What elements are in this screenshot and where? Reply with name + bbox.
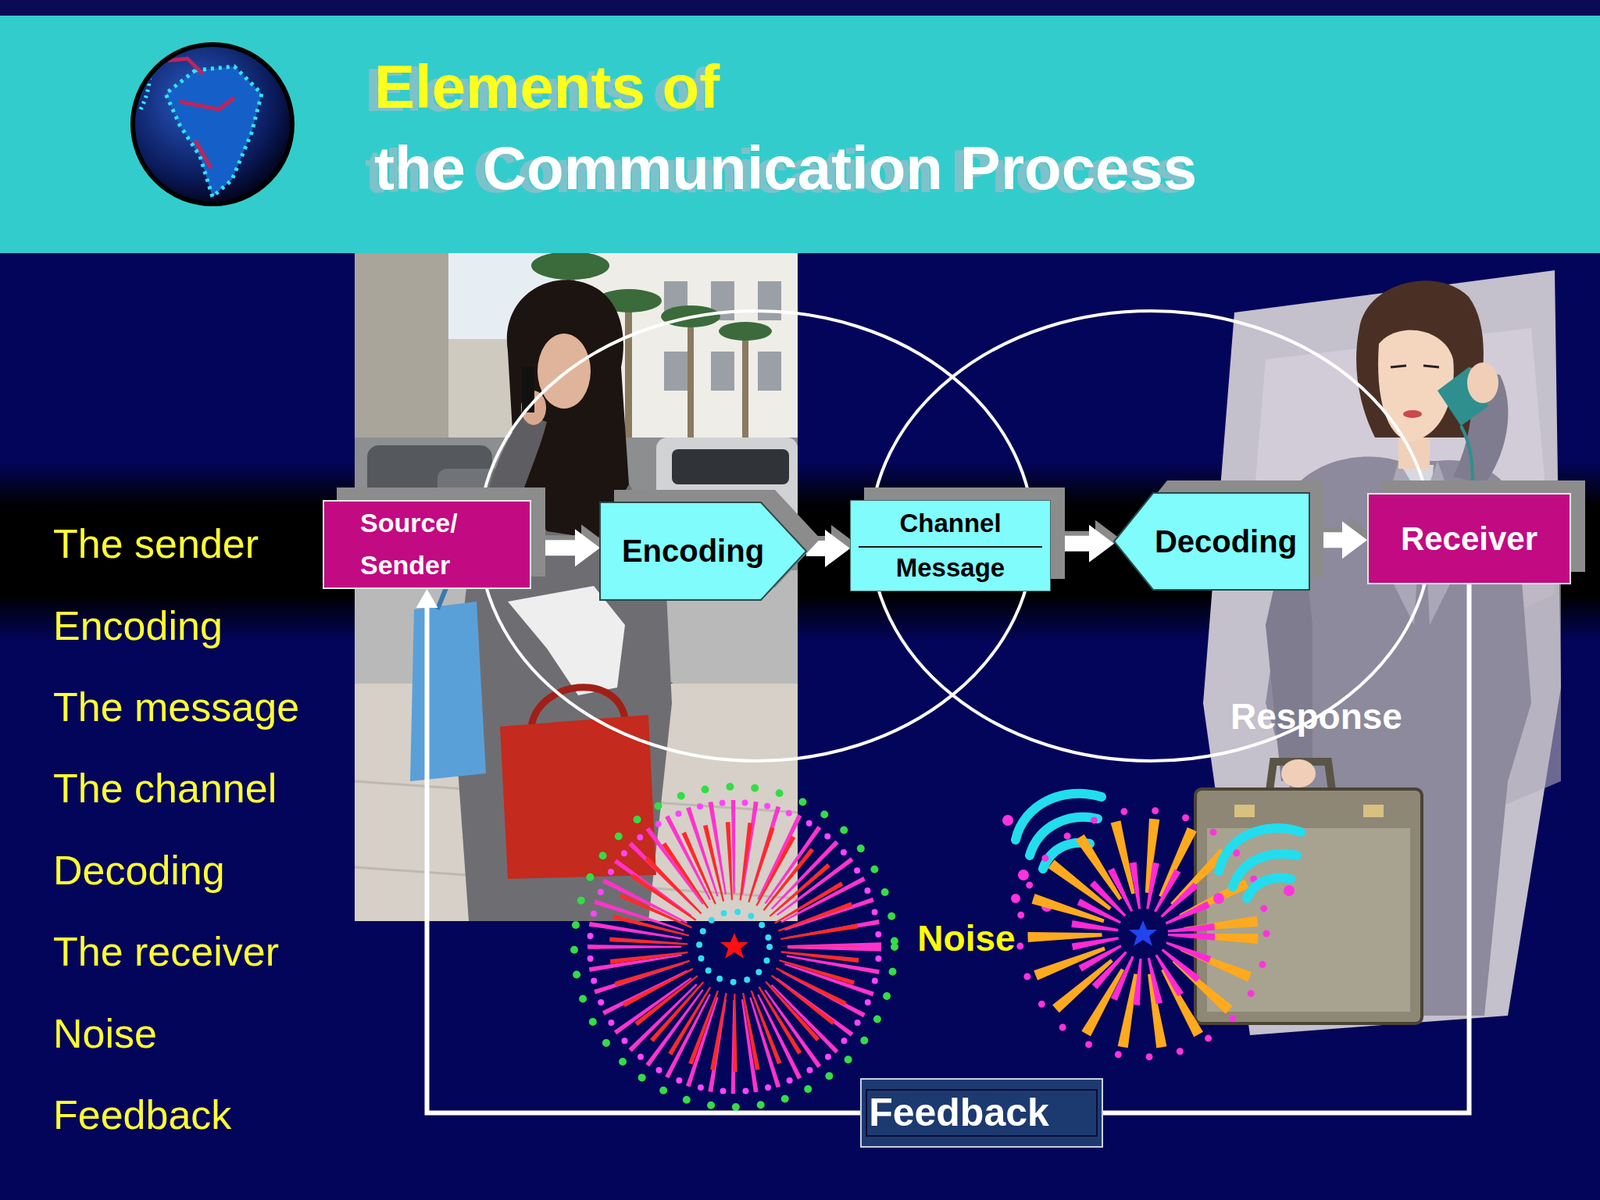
shape-outline xyxy=(1114,492,1310,590)
firework-arcs xyxy=(1218,828,1301,899)
photo-face xyxy=(537,333,591,409)
receiver-box: Receiver xyxy=(1367,492,1572,585)
photo-blue-bag xyxy=(410,601,486,782)
clipart-hand xyxy=(1281,759,1316,788)
channel-message-box: ChannelMessage xyxy=(850,500,1051,592)
firework-star xyxy=(720,932,749,959)
element-list-item: The sender xyxy=(53,520,259,568)
briefcase xyxy=(1195,789,1422,1024)
node-text: Message xyxy=(896,553,1005,583)
title-block: Elements of the Communication Process xyxy=(374,46,1273,209)
palm-leaves xyxy=(718,321,772,341)
element-list-item: The channel xyxy=(53,764,277,812)
flow-arrow xyxy=(1050,535,1090,552)
clipart-hand xyxy=(1467,362,1499,404)
noise-firework xyxy=(574,786,895,1108)
element-list-item: Feedback xyxy=(53,1091,232,1139)
feedback-line xyxy=(427,607,861,1114)
palm-leaves xyxy=(531,253,610,280)
firework-rays xyxy=(1094,885,1192,983)
firework-dots xyxy=(699,911,770,983)
callout-label: Response xyxy=(1230,695,1403,738)
sender-box: Source/ Sender xyxy=(322,500,532,590)
flow-arrow xyxy=(531,539,575,556)
firework-star xyxy=(1128,920,1158,947)
firework-rays xyxy=(1064,855,1222,1012)
node-text: Receiver xyxy=(1400,520,1538,558)
firework-rays xyxy=(648,860,821,1033)
encoding-arrow-box: Encoding xyxy=(600,502,807,600)
clipart-lips xyxy=(1403,410,1422,418)
slide-title: Elements of the Communication Process xyxy=(374,52,1197,203)
firework-rays xyxy=(634,846,835,1047)
flow-arrow xyxy=(1309,532,1343,548)
globe-speckle xyxy=(140,54,274,110)
globe-speckle xyxy=(165,66,262,197)
globe-border xyxy=(148,58,235,168)
flow-arrow xyxy=(806,540,825,557)
photo-sleeve xyxy=(507,585,625,696)
node-text: Encoding xyxy=(621,533,765,569)
element-list-item: The message xyxy=(53,683,300,731)
firework-star xyxy=(1283,885,1295,897)
photo-red-bag xyxy=(500,714,657,879)
clipart-face xyxy=(1378,330,1454,442)
element-list-item: Encoding xyxy=(53,602,223,650)
briefcase-clasp xyxy=(1234,804,1255,818)
node-text: Source/ Sender xyxy=(360,502,493,586)
photo-window xyxy=(664,351,688,391)
shape-outline xyxy=(600,502,807,600)
feedback-box: Feedback xyxy=(860,1078,1104,1148)
divider-line xyxy=(858,546,1043,548)
palm-trunk xyxy=(625,296,633,461)
firework-star xyxy=(1213,892,1225,904)
element-list-item: Noise xyxy=(53,1010,158,1058)
title-banner xyxy=(0,15,1600,254)
overlap-circle xyxy=(870,310,1432,761)
node-text: Feedback xyxy=(865,1089,1098,1138)
element-list-item: The receiver xyxy=(53,928,279,975)
feedback-line xyxy=(1103,584,1470,1114)
firework-dots xyxy=(589,802,879,1092)
clipart-eyes xyxy=(1390,365,1440,368)
globe-icon xyxy=(132,44,293,204)
noise-firework xyxy=(1213,828,1301,904)
firework-star xyxy=(1017,869,1029,881)
firework-star xyxy=(1002,814,1014,826)
node-text: Decoding xyxy=(1154,524,1297,560)
top-strip xyxy=(0,0,1600,16)
photo-window xyxy=(757,351,782,391)
briefcase-clasp xyxy=(1363,804,1384,818)
photo-window xyxy=(757,281,782,321)
photo-window xyxy=(710,351,735,391)
callout-label: Noise xyxy=(917,917,1015,960)
decoding-arrow-box: Decoding xyxy=(1114,492,1310,590)
element-list-item: Decoding xyxy=(53,846,225,894)
globe-land xyxy=(165,66,262,197)
node-text: Channel xyxy=(899,508,1001,539)
photo-car-window xyxy=(671,449,790,485)
title-spacer xyxy=(764,46,1273,128)
firework-star xyxy=(1010,893,1021,904)
firework-dots xyxy=(574,786,895,1108)
globe-sphere xyxy=(132,44,293,204)
